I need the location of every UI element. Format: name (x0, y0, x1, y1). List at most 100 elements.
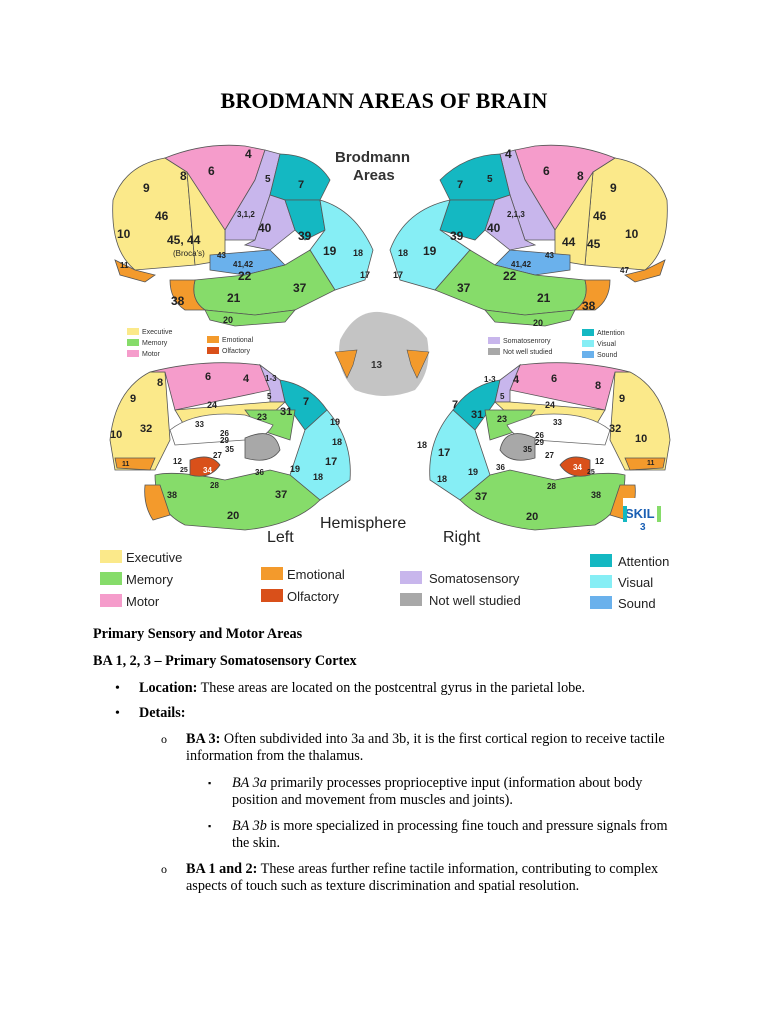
svg-text:Visual: Visual (618, 575, 653, 590)
svg-text:38: 38 (591, 490, 601, 500)
svg-text:24: 24 (207, 400, 217, 410)
svg-text:1-3: 1-3 (484, 375, 496, 384)
svg-text:4: 4 (505, 147, 512, 161)
svg-text:41,42: 41,42 (233, 260, 254, 269)
ba3-label: BA 3: (186, 731, 221, 747)
right-label: Right (443, 529, 481, 546)
svg-text:46: 46 (155, 209, 169, 223)
svg-text:SKIL: SKIL (625, 506, 655, 521)
svg-text:27: 27 (545, 451, 554, 460)
svg-text:7: 7 (457, 179, 463, 191)
svg-text:25: 25 (180, 467, 188, 474)
svg-text:10: 10 (110, 429, 122, 441)
svg-text:Attention: Attention (618, 554, 669, 569)
svg-text:20: 20 (227, 510, 239, 522)
sub-heading: BA 1, 2, 3 – Primary Somatosensory Corte… (93, 653, 357, 669)
svg-text:20: 20 (533, 318, 543, 328)
svg-text:36: 36 (255, 468, 264, 477)
svg-text:Emotional: Emotional (287, 567, 345, 582)
svg-text:37: 37 (293, 281, 307, 295)
section-heading: Primary Sensory and Motor Areas (93, 626, 303, 642)
svg-text:7: 7 (298, 179, 304, 191)
svg-text:41,42: 41,42 (511, 260, 532, 269)
svg-text:6: 6 (551, 373, 557, 385)
svg-text:33: 33 (553, 418, 562, 427)
right-lateral-brain (389, 144, 668, 327)
svg-text:38: 38 (171, 294, 185, 308)
svg-text:43: 43 (545, 251, 554, 260)
svg-text:9: 9 (610, 181, 617, 195)
svg-text:20: 20 (526, 511, 538, 523)
svg-text:4: 4 (245, 147, 252, 161)
svg-text:7: 7 (303, 396, 309, 408)
small-legend-right: Somatosenrory Not well studied Attention… (488, 329, 625, 359)
svg-text:Visual: Visual (597, 341, 616, 348)
svg-text:12: 12 (595, 457, 604, 466)
svg-text:21: 21 (227, 291, 241, 305)
svg-text:25: 25 (587, 469, 595, 476)
svg-text:18: 18 (313, 472, 323, 482)
svg-text:24: 24 (545, 400, 555, 410)
svg-text:39: 39 (450, 229, 464, 243)
svg-text:36: 36 (496, 463, 505, 472)
svg-text:45, 44: 45, 44 (167, 233, 201, 247)
svg-text:Memory: Memory (126, 572, 173, 587)
small-legend-left: Executive Memory Motor Emotional Olfacto… (127, 328, 254, 358)
svg-text:9: 9 (143, 181, 150, 195)
svg-text:5: 5 (500, 392, 505, 401)
svg-text:23: 23 (497, 414, 507, 424)
svg-text:4: 4 (513, 374, 520, 386)
svg-text:33: 33 (195, 420, 204, 429)
svg-text:7: 7 (452, 399, 458, 411)
svg-text:6: 6 (543, 164, 550, 178)
svg-text:Memory: Memory (142, 340, 168, 347)
svg-text:35: 35 (225, 445, 234, 454)
svg-text:46: 46 (593, 209, 607, 223)
svg-text:40: 40 (487, 221, 501, 235)
svg-text:Attention: Attention (597, 330, 625, 337)
svg-text:44: 44 (562, 235, 576, 249)
svg-text:20: 20 (223, 315, 233, 325)
svg-text:26: 26 (220, 429, 229, 438)
svg-text:5: 5 (265, 174, 271, 185)
svg-text:(Broca's): (Broca's) (173, 249, 205, 258)
svg-text:45: 45 (587, 237, 601, 251)
svg-text:28: 28 (547, 482, 556, 491)
figure-heading-2: Areas (353, 167, 395, 184)
svg-text:13: 13 (371, 360, 383, 371)
svg-text:22: 22 (238, 269, 252, 283)
svg-text:22: 22 (503, 269, 517, 283)
ba3b-label: BA 3b (232, 818, 267, 834)
svg-text:19: 19 (468, 467, 478, 477)
svg-text:18: 18 (353, 248, 363, 258)
svg-text:31: 31 (471, 409, 483, 421)
location-label: Location: (139, 680, 198, 696)
skil3-logo: SKIL 3 (623, 498, 663, 533)
svg-text:37: 37 (475, 491, 487, 503)
svg-text:10: 10 (625, 227, 639, 241)
svg-text:32: 32 (140, 423, 152, 435)
svg-text:17: 17 (360, 270, 370, 280)
svg-text:Motor: Motor (126, 594, 160, 609)
svg-text:Somatosenrory: Somatosenrory (503, 338, 551, 345)
left-label: Left (267, 529, 294, 546)
svg-text:37: 37 (457, 281, 471, 295)
svg-text:8: 8 (180, 169, 187, 183)
svg-text:Not well studied: Not well studied (429, 593, 521, 608)
svg-text:47: 47 (620, 266, 629, 275)
left-lateral-brain (112, 144, 374, 327)
svg-text:Somatosensory: Somatosensory (429, 571, 520, 586)
svg-text:9: 9 (619, 393, 625, 405)
svg-text:Olfactory: Olfactory (287, 589, 340, 604)
svg-text:17: 17 (393, 270, 403, 280)
left-medial-brain (109, 362, 351, 531)
svg-text:21: 21 (537, 291, 551, 305)
svg-text:18: 18 (437, 474, 447, 484)
svg-text:19: 19 (423, 244, 437, 258)
svg-text:11: 11 (122, 461, 130, 468)
svg-text:11: 11 (647, 460, 655, 467)
svg-text:6: 6 (205, 371, 211, 383)
